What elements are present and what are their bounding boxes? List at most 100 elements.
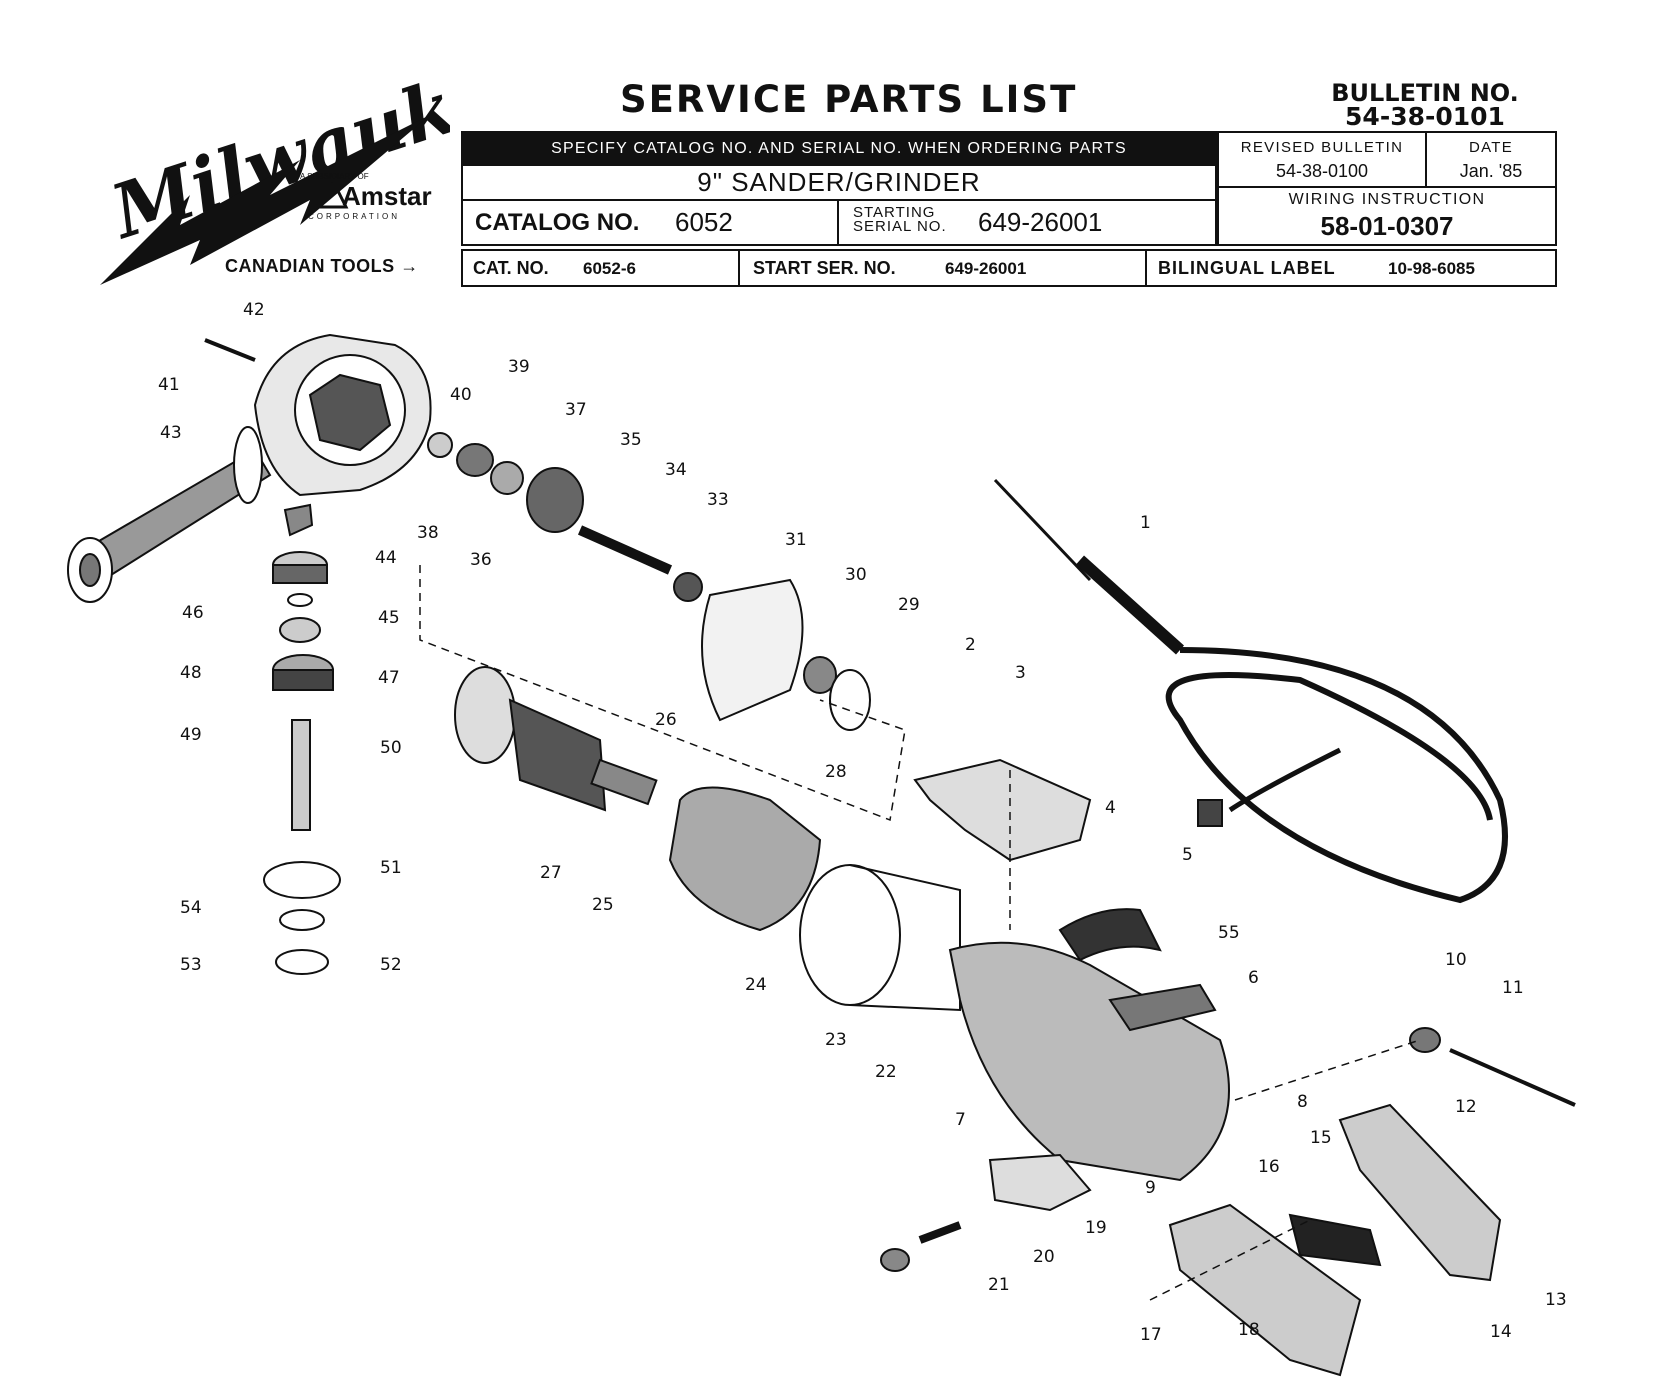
callout-14: 14 xyxy=(1490,1322,1512,1342)
callout-23: 23 xyxy=(825,1030,847,1050)
switch-cover-part xyxy=(913,758,1092,862)
motor-housing-part xyxy=(948,941,1230,1182)
brush-cap-part xyxy=(880,1248,910,1272)
long-screw-part xyxy=(1449,1048,1576,1107)
date-label: DATE xyxy=(1468,139,1514,156)
callout-42: 42 xyxy=(243,300,265,320)
callout-48: 48 xyxy=(180,663,202,683)
callout-28: 28 xyxy=(825,762,847,782)
armature-part xyxy=(454,666,658,812)
callout-7: 7 xyxy=(955,1110,966,1130)
callout-29: 29 xyxy=(898,595,920,615)
handle-half-left-part xyxy=(1168,1203,1362,1377)
callout-1: 1 xyxy=(1140,513,1151,533)
callout-46: 46 xyxy=(182,603,204,623)
can-divider-2 xyxy=(1145,251,1147,285)
amstar-wordmark: Amstar xyxy=(342,181,432,211)
gear-train-parts xyxy=(427,432,703,602)
amstar-star-icon xyxy=(315,175,349,209)
revised-bulletin-value: 54-38-0100 xyxy=(1275,161,1369,181)
callout-36: 36 xyxy=(470,550,492,570)
exploded-parts-diagram: 1 2 3 4 5 6 7 8 9 10 11 12 13 14 15 16 1… xyxy=(0,290,1680,1380)
can-start-value: 649-26001 xyxy=(945,259,1027,278)
can-cat-label: CAT. NO. xyxy=(473,258,549,278)
end-plate-part xyxy=(701,578,804,722)
callout-16: 16 xyxy=(1258,1157,1280,1177)
wiring-instruction-label: WIRING INSTRUCTION xyxy=(1288,191,1486,208)
callout-27: 27 xyxy=(540,863,562,883)
callout-41: 41 xyxy=(158,375,180,395)
callout-37: 37 xyxy=(565,400,587,420)
bulletin-block: BULLETIN NO. 54-38-0101 xyxy=(1320,79,1530,131)
callout-2: 2 xyxy=(965,635,976,655)
callout-6: 6 xyxy=(1248,968,1259,988)
callout-26: 26 xyxy=(655,710,677,730)
can-cat-value: 6052-6 xyxy=(583,259,636,278)
switch-part xyxy=(1288,1213,1382,1267)
catalog-label: CATALOG NO. xyxy=(475,209,640,236)
callout-49: 49 xyxy=(180,725,202,745)
callout-8: 8 xyxy=(1297,1092,1308,1112)
callout-19: 19 xyxy=(1085,1218,1107,1238)
brand-wordmark: Milwaukee xyxy=(100,75,450,257)
callout-50: 50 xyxy=(380,738,402,758)
bulletin-number: 54-38-0101 xyxy=(1345,102,1505,131)
canadian-tools-text: CANADIAN TOOLS xyxy=(225,256,395,276)
callout-4: 4 xyxy=(1105,798,1116,818)
callout-51: 51 xyxy=(380,858,402,878)
callout-34: 34 xyxy=(665,460,687,480)
starting-serial-label: STARTING SERIAL NO. xyxy=(853,204,947,235)
callout-38: 38 xyxy=(417,523,439,543)
callout-43: 43 xyxy=(160,423,182,443)
bulletin-label: BULLETIN NO. xyxy=(1331,79,1519,107)
gear-housing-part xyxy=(253,333,432,497)
cord-set-part xyxy=(993,478,1508,904)
date-value: Jan. '85 xyxy=(1459,161,1523,181)
spindle-stack-parts xyxy=(263,503,341,975)
callout-15: 15 xyxy=(1310,1128,1332,1148)
callout-25: 25 xyxy=(592,895,614,915)
callout-33: 33 xyxy=(707,490,729,510)
callout-53: 53 xyxy=(180,955,202,975)
brush-holder-part xyxy=(988,1153,1092,1212)
revision-divider-h xyxy=(1219,186,1555,188)
callout-30: 30 xyxy=(845,565,867,585)
can-divider-1 xyxy=(738,251,740,285)
callout-39: 39 xyxy=(508,357,530,377)
callout-9: 9 xyxy=(1145,1178,1156,1198)
catalog-row: CATALOG NO. 6052 STARTING SERIAL NO. 649… xyxy=(461,201,1217,246)
washer-part xyxy=(829,669,871,731)
arrow-right-icon: → xyxy=(400,256,419,276)
callout-20: 20 xyxy=(1033,1247,1055,1267)
spec-bar-text: SPECIFY CATALOG NO. AND SERIAL NO. WHEN … xyxy=(551,139,1127,157)
callout-55: 55 xyxy=(1218,923,1240,943)
callout-45: 45 xyxy=(378,608,400,628)
catalog-divider xyxy=(837,201,839,244)
spec-bar: SPECIFY CATALOG NO. AND SERIAL NO. WHEN … xyxy=(461,131,1217,166)
callout-11: 11 xyxy=(1502,978,1524,998)
handle-half-right-part xyxy=(1338,1103,1502,1282)
callout-54: 54 xyxy=(180,898,202,918)
subsidiary-line: A SUBSIDIARY OF xyxy=(300,172,369,181)
bilingual-label-label: BILINGUAL LABEL xyxy=(1158,258,1336,278)
nut-part xyxy=(1409,1027,1441,1053)
corporation-line: CORPORATION xyxy=(308,212,400,221)
callout-31: 31 xyxy=(785,530,807,550)
callout-5: 5 xyxy=(1182,845,1193,865)
canadian-tools-label: CANADIAN TOOLS → xyxy=(225,256,419,277)
callout-35: 35 xyxy=(620,430,642,450)
starting-label-line2: SERIAL NO. xyxy=(853,218,947,235)
screw-part xyxy=(204,338,256,362)
callout-47: 47 xyxy=(378,668,400,688)
callout-labels: 1 2 3 4 5 6 7 8 9 10 11 12 13 14 15 16 1… xyxy=(158,300,1567,1345)
callout-10: 10 xyxy=(1445,950,1467,970)
baffle-part xyxy=(799,864,901,1006)
canadian-row: CAT. NO. 6052-6 START SER. NO. 649-26001… xyxy=(461,249,1557,287)
bearing-part xyxy=(803,656,837,694)
starting-label-line1: STARTING xyxy=(853,204,936,221)
field-part xyxy=(668,786,822,932)
callout-13: 13 xyxy=(1545,1290,1567,1310)
revision-divider-v xyxy=(1425,133,1427,186)
callout-52: 52 xyxy=(380,955,402,975)
side-handle-part xyxy=(67,426,272,603)
